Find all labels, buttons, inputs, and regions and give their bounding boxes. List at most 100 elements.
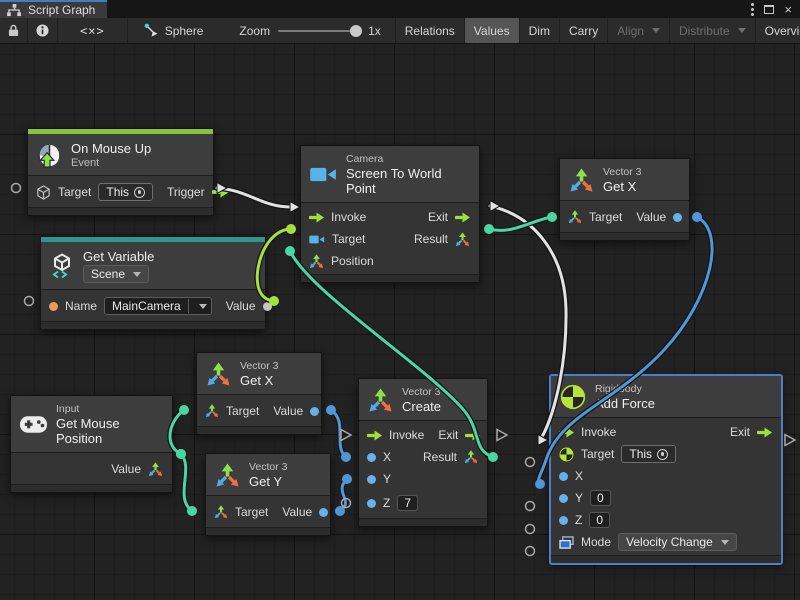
unity-variable-icon [52,253,70,279]
flow-arrow-icon[interactable] [211,186,229,198]
node-get-x-mid[interactable]: Vector 3 Get X Target Value [196,352,322,435]
chevron-down-icon [133,271,142,277]
align-button[interactable]: Align [608,18,670,43]
chevron-down-icon [737,28,746,33]
vector3-icon[interactable] [214,505,228,519]
close-icon[interactable]: × [784,1,792,17]
flow-arrow-icon[interactable] [559,427,574,438]
node-footer [11,484,172,492]
vector3-icon[interactable] [309,253,324,269]
port-dot-value[interactable] [319,507,329,517]
dim-button[interactable]: Dim [520,18,560,43]
port-dot-y[interactable] [559,493,568,503]
y-value-input[interactable]: 0 [590,490,611,506]
relations-button[interactable]: Relations [396,18,465,43]
port-label-z: Z [383,496,391,510]
tab-script-graph[interactable]: Script Graph [0,0,108,18]
values-button[interactable]: Values [464,18,520,43]
force-mode-icon[interactable] [559,535,574,549]
port-label-z: Z [575,513,583,527]
port-dot-x[interactable] [559,471,568,481]
carry-button[interactable]: Carry [560,18,609,43]
node-vector3-create[interactable]: Vector 3 Create Invoke Exit X Result [358,378,488,527]
vector3-icon [570,168,593,191]
vector3-icon [207,362,230,385]
vector3-icon[interactable] [205,404,219,418]
object-picker-icon [657,448,669,460]
code-preview-button[interactable]: <×> [58,18,128,43]
port-label-value: Value [636,210,667,224]
flow-arrow-icon[interactable] [455,212,470,223]
variable-scope-dropdown[interactable]: Scene [83,265,150,283]
port-dot-value[interactable] [262,301,272,311]
node-screen-to-world-point[interactable]: Camera Screen To World Point Invoke Exit… [300,145,480,283]
node-on-mouse-up[interactable]: On Mouse Up Event Target This Trigger [27,128,229,216]
node-get-variable[interactable]: Get Variable Scene Name MainCamera Value [40,236,272,330]
node-title: Get X [603,179,637,194]
flow-arrow-icon[interactable] [465,430,481,441]
node-footer [301,274,479,282]
distribute-button[interactable]: Distribute [670,18,756,43]
port-dot-z[interactable] [559,515,568,525]
vector3-icon[interactable] [568,210,582,224]
kebab-menu-icon[interactable] [751,2,755,16]
node-get-mouse-position[interactable]: Input Get Mouse Position Value [10,395,173,493]
overview-button[interactable]: Overview [756,18,800,43]
target-self-chip[interactable]: This [621,445,677,463]
node-footer [197,426,321,434]
node-title: Add Force [595,396,655,411]
port-label-value: Value [111,462,141,476]
lock-button[interactable] [0,18,28,43]
node-get-y[interactable]: Vector 3 Get Y Target Value [205,453,331,536]
z-value-input[interactable]: 0 [589,512,611,528]
port-label-target: Target [235,505,269,519]
flow-arrow-icon[interactable] [367,430,382,441]
node-category: Vector 3 [240,360,279,372]
node-footer [551,555,781,563]
node-title: Create [402,399,442,414]
zoom-slider-knob[interactable] [350,24,363,37]
force-mode-dropdown[interactable]: Velocity Change [618,533,737,551]
info-icon [36,24,49,37]
target-self-chip[interactable]: This [98,183,154,201]
port-dot-name[interactable] [49,301,58,311]
node-title: Get X [240,373,274,388]
flow-arrow-icon[interactable] [757,427,772,438]
port-label-target: Target [581,447,615,461]
vector3-icon[interactable] [148,461,163,477]
port-dot-y[interactable] [367,474,376,484]
graph-object-label: Sphere [164,23,204,38]
port-dot-value[interactable] [673,212,683,222]
node-get-x-top[interactable]: Vector 3 Get X Target Value [559,158,690,241]
graph-icon [7,3,21,16]
vector3-icon[interactable] [464,450,478,464]
port-dot-x[interactable] [367,452,376,462]
port-label-result: Result [422,450,457,464]
graph-pointer-breadcrumb[interactable]: Sphere [128,18,214,43]
node-category: Camera [346,153,384,165]
vector3-icon[interactable] [455,231,470,247]
port-label-target: Target [332,232,366,246]
flow-arrow-icon[interactable] [309,212,324,223]
camera-icon [310,167,336,182]
port-label-value: Value [273,404,304,418]
maximize-icon[interactable] [764,4,775,14]
gameobject-cube-icon [37,184,50,200]
rigidbody-icon[interactable] [559,447,574,462]
node-title: Get Mouse Position [56,416,120,446]
port-dot-z[interactable] [367,498,376,508]
inspect-button[interactable] [28,18,58,43]
port-label-invoke: Invoke [581,425,617,439]
vector3-icon [369,388,392,411]
port-dot-value[interactable] [310,406,320,416]
variable-color-bar [41,237,265,242]
zoom-slider[interactable] [278,24,363,37]
node-footer [28,207,213,215]
z-value-input[interactable]: 7 [397,495,419,511]
node-add-force[interactable]: Rigidbody Add Force Invoke Exit Target [550,375,782,564]
port-label-target: Target [58,185,92,199]
port-label-target: Target [226,404,260,418]
camera-icon[interactable] [309,234,325,245]
variable-name-dropdown[interactable]: MainCamera [104,297,212,315]
node-title: Screen To World Point [346,166,442,196]
